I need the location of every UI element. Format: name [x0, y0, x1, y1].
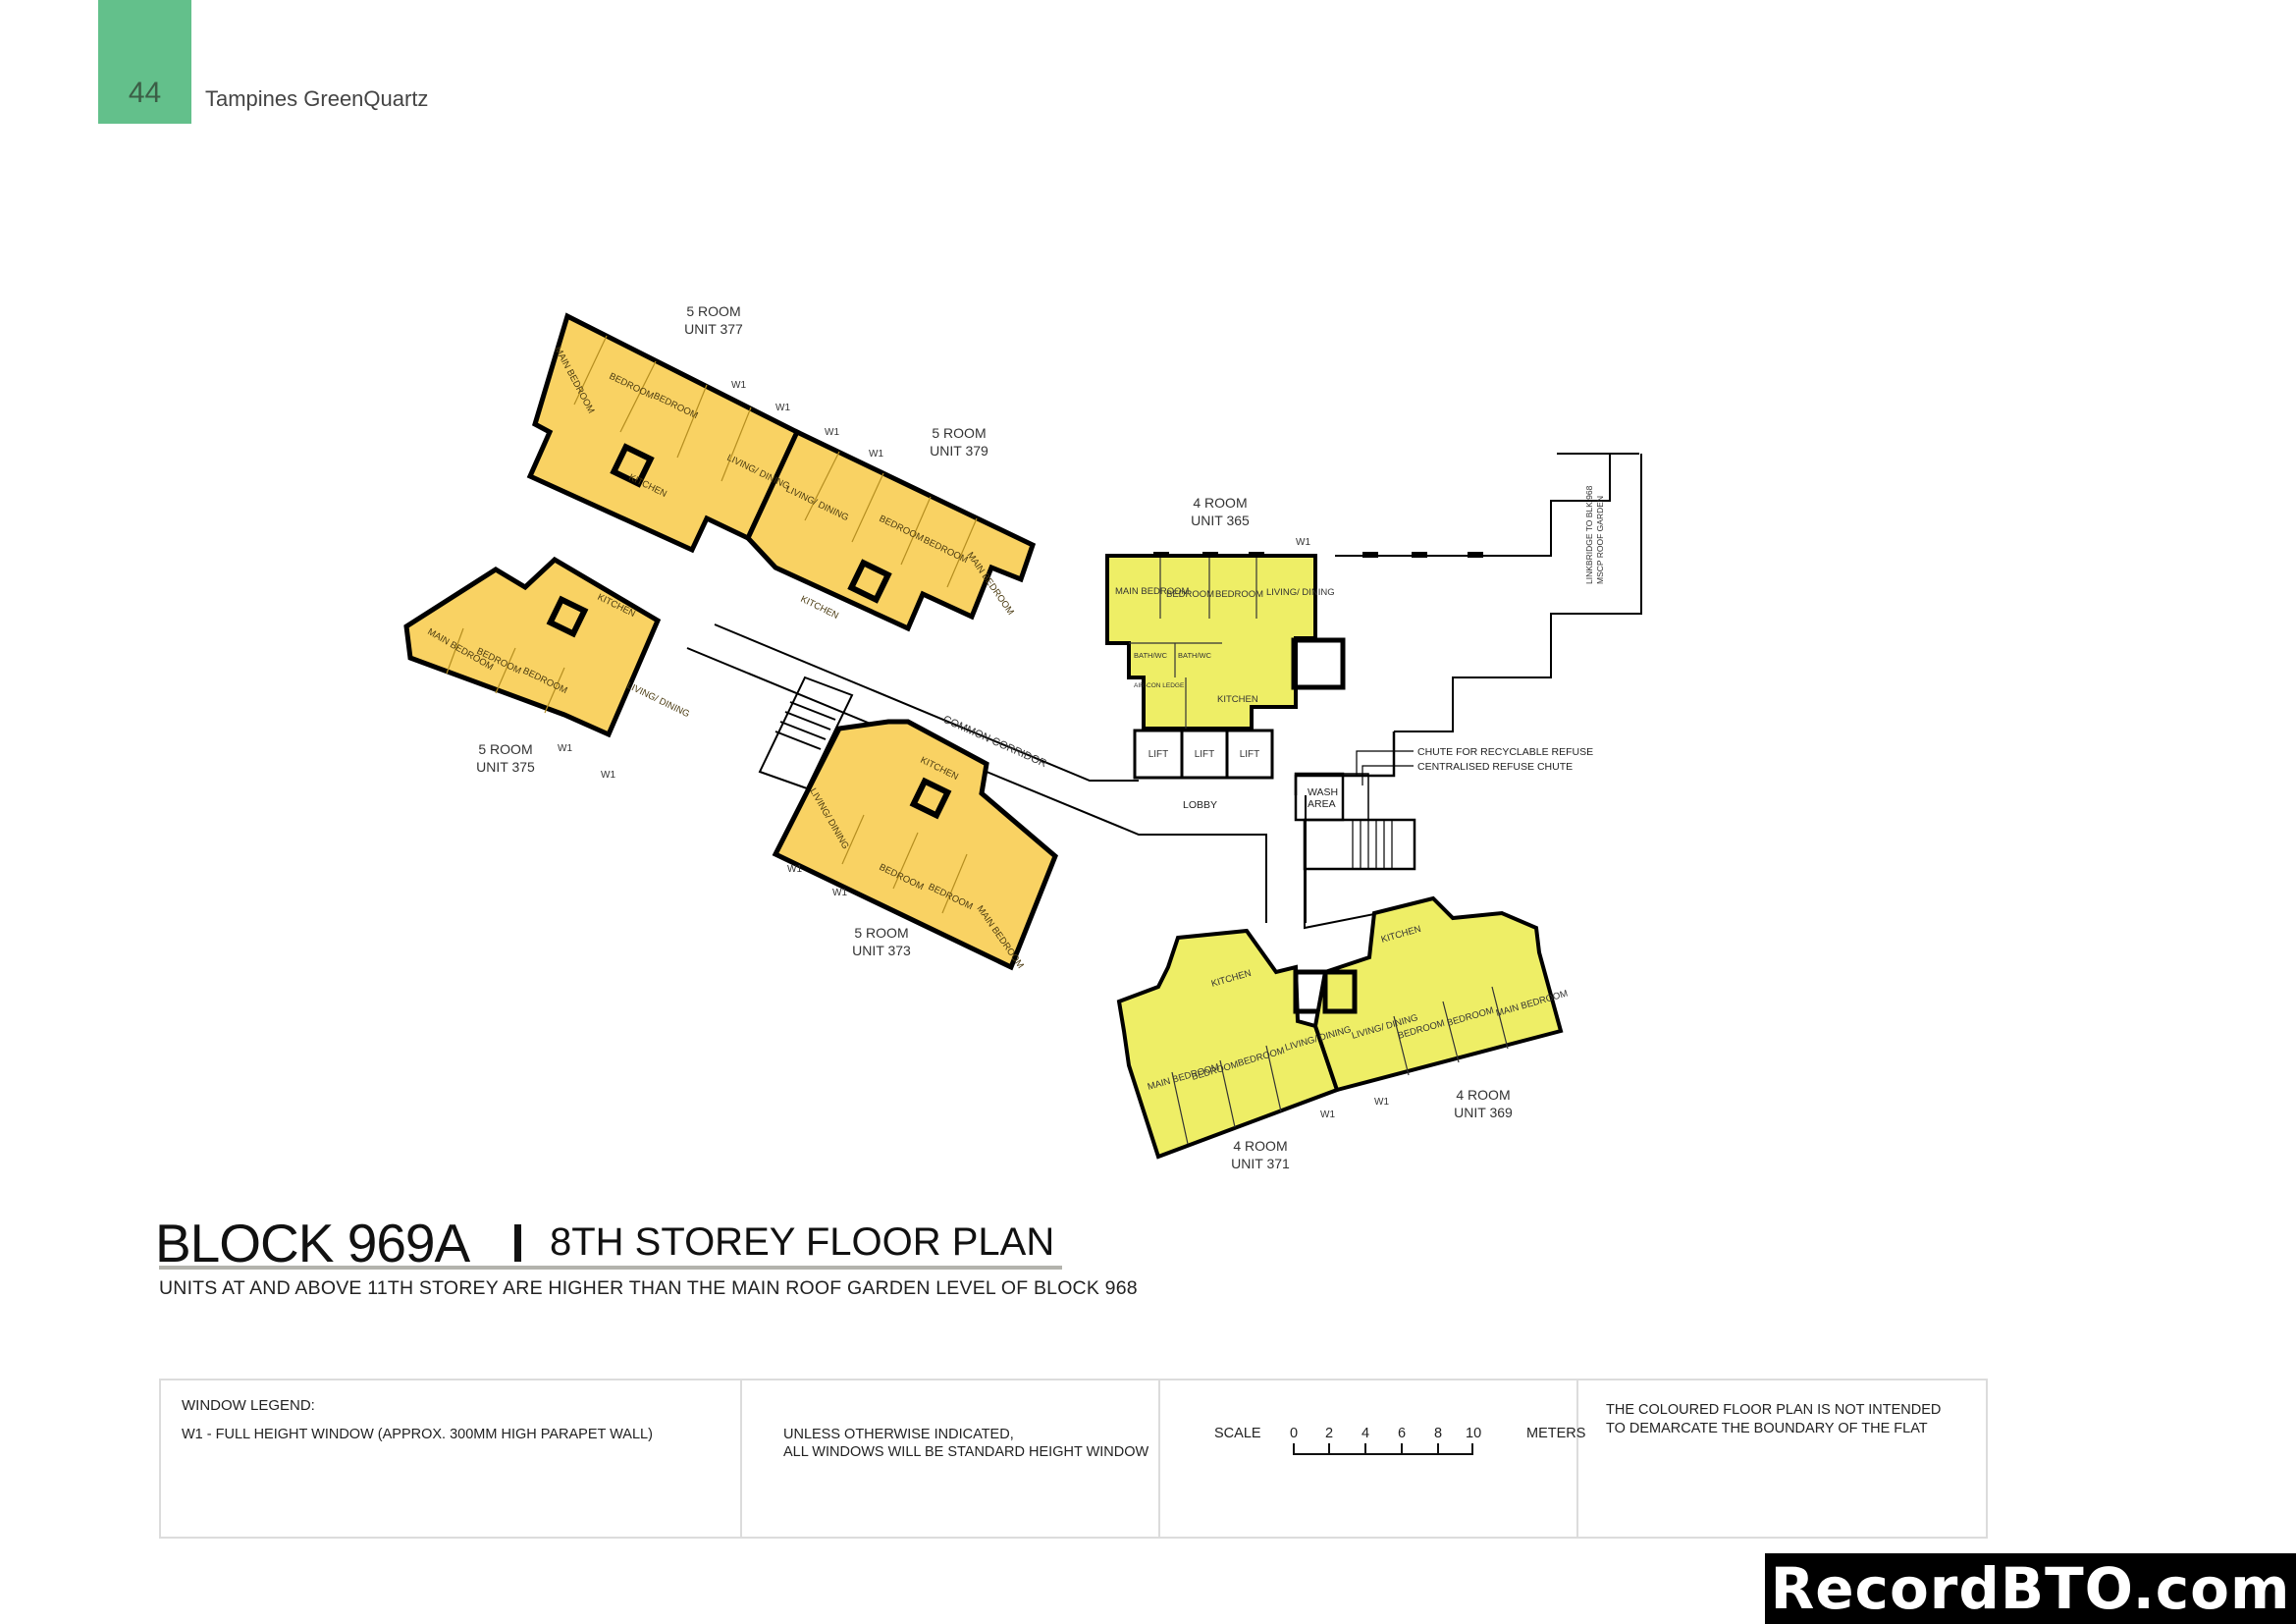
window-legend-w1: W1 - FULL HEIGHT WINDOW (APPROX. 300MM H…	[182, 1427, 653, 1442]
legend-table: WINDOW LEGEND: W1 - FULL HEIGHT WINDOW (…	[159, 1379, 1988, 1539]
scale-tick-label: 8	[1434, 1426, 1443, 1441]
svg-text:W1: W1	[1296, 537, 1310, 548]
scale-tick-label: 2	[1325, 1426, 1334, 1441]
svg-text:W1: W1	[1374, 1097, 1389, 1108]
unit-371-plan	[1116, 928, 1340, 1160]
page-number: 44	[128, 77, 162, 109]
svg-text:LIVING/ DINING: LIVING/ DINING	[1266, 587, 1335, 598]
lobby-label: LOBBY	[1183, 799, 1217, 811]
unit-371-type: 4 ROOM	[1233, 1138, 1287, 1154]
svg-text:W1: W1	[832, 888, 847, 898]
chute-centralised-label: CENTRALISED REFUSE CHUTE	[1417, 761, 1573, 773]
scale-tick-label: 4	[1362, 1426, 1370, 1441]
scale-label: SCALE	[1214, 1426, 1261, 1441]
unit-371-number: UNIT 371	[1231, 1156, 1290, 1171]
unit-365-number: UNIT 365	[1191, 513, 1250, 528]
scale-units: METERS	[1526, 1426, 1586, 1441]
service-core-labels: WASH AREA CHUTE FOR RECYCLABLE REFUSE CE…	[1183, 746, 1593, 811]
floor-plan-drawing: LIFT LIFT LIFT WASH AREA CHUTE FOR RECYC…	[403, 303, 1642, 1171]
unit-377-number: UNIT 377	[684, 321, 743, 337]
window-legend-cell: WINDOW LEGEND: W1 - FULL HEIGHT WINDOW (…	[161, 1380, 742, 1537]
boundary-note-cell: THE COLOURED FLOOR PLAN IS NOT INTENDED …	[1578, 1380, 1986, 1537]
svg-text:BATH/WC: BATH/WC	[1134, 651, 1168, 660]
service-core	[1294, 731, 1416, 930]
unit-373-type: 5 ROOM	[854, 925, 908, 941]
svg-text:W1: W1	[601, 770, 615, 781]
unit-373-plan	[772, 719, 1058, 971]
page-number-tab: 44	[98, 0, 191, 124]
scale-cell: SCALE 0 2 4 6 8 10 METERS	[1160, 1380, 1585, 1537]
wash-area-label: WASH	[1308, 786, 1338, 798]
unit-379-plan	[745, 428, 1037, 632]
window-tags: W1 W1 W1 W1 W1 W1 W1 W1 W1 W1 W1	[558, 380, 1389, 1120]
svg-text:W1: W1	[558, 743, 572, 754]
chute-recyclable-label: CHUTE FOR RECYCLABLE REFUSE	[1417, 746, 1593, 758]
linkbridge-label: LINKBRIDGE TO BLK 968 MSCP ROOF GARDEN	[1584, 485, 1605, 584]
svg-text:MSCP ROOF GARDEN: MSCP ROOF GARDEN	[1595, 496, 1605, 584]
window-legend-heading: WINDOW LEGEND:	[182, 1397, 315, 1414]
svg-text:KITCHEN: KITCHEN	[799, 594, 840, 622]
unit-369-type: 4 ROOM	[1456, 1087, 1510, 1103]
unit-365-type: 4 ROOM	[1193, 495, 1247, 511]
svg-text:W1: W1	[869, 449, 883, 460]
svg-text:W1: W1	[775, 403, 790, 413]
svg-text:KITCHEN: KITCHEN	[1217, 694, 1258, 705]
storey-plan-title: 8TH STOREY FLOOR PLAN	[550, 1220, 1055, 1264]
svg-text:W1: W1	[731, 380, 746, 391]
title-separator	[514, 1224, 521, 1262]
unit-369-number: UNIT 369	[1454, 1105, 1513, 1120]
unit-375-plan	[403, 556, 662, 738]
lift-label: LIFT	[1240, 749, 1260, 760]
unit-379-type: 5 ROOM	[932, 425, 986, 441]
svg-text:W1: W1	[825, 427, 839, 438]
roof-garden-note: UNITS AT AND ABOVE 11TH STOREY ARE HIGHE…	[159, 1277, 1138, 1299]
unit-369-plan	[1312, 895, 1564, 1093]
unit-labels: 5 ROOM UNIT 377 5 ROOM UNIT 379 4 ROOM U…	[476, 303, 1513, 1171]
scale-tick-label: 10	[1466, 1426, 1482, 1441]
unit-375-number: UNIT 375	[476, 759, 535, 775]
title-underline	[159, 1266, 1062, 1270]
svg-text:BEDROOM: BEDROOM	[1166, 589, 1214, 600]
svg-text:LIVING/ DINING: LIVING/ DINING	[625, 680, 691, 720]
boundary-note-line2: TO DEMARCATE THE BOUNDARY OF THE FLAT	[1606, 1421, 1928, 1436]
lift-label: LIFT	[1195, 749, 1215, 760]
svg-text:MAIN BEDROOM: MAIN BEDROOM	[1115, 586, 1190, 597]
svg-text:W1: W1	[787, 864, 802, 875]
window-note-line1: UNLESS OTHERWISE INDICATED,	[783, 1427, 1014, 1442]
document-title: Tampines GreenQuartz	[205, 86, 429, 111]
svg-text:LINKBRIDGE TO BLK 968: LINKBRIDGE TO BLK 968	[1584, 485, 1594, 584]
wash-area-label: AREA	[1308, 798, 1336, 810]
svg-text:BATH/WC: BATH/WC	[1178, 651, 1212, 660]
lift-bank	[1133, 729, 1274, 780]
svg-text:BEDROOM: BEDROOM	[1215, 589, 1263, 600]
window-note-cell: UNLESS OTHERWISE INDICATED, ALL WINDOWS …	[742, 1380, 1160, 1537]
lift-labels: LIFT LIFT LIFT	[1148, 749, 1260, 760]
svg-text:W1: W1	[1320, 1110, 1335, 1120]
svg-text:AIR-CON LEDGE: AIR-CON LEDGE	[1134, 682, 1185, 689]
unit-373-number: UNIT 373	[852, 943, 911, 958]
unit-375-type: 5 ROOM	[478, 741, 532, 757]
unit-377-type: 5 ROOM	[686, 303, 740, 319]
block-title: BLOCK 969A	[155, 1213, 470, 1273]
unit-379-number: UNIT 379	[930, 443, 988, 459]
lift-label: LIFT	[1148, 749, 1169, 760]
boundary-note-line1: THE COLOURED FLOOR PLAN IS NOT INTENDED	[1606, 1402, 1942, 1418]
scale-tick-label: 0	[1290, 1426, 1299, 1441]
scale-tick-label: 6	[1398, 1426, 1407, 1441]
window-note-line2: ALL WINDOWS WILL BE STANDARD HEIGHT WIND…	[783, 1444, 1149, 1460]
watermark-banner: RecordBTO.com	[1765, 1553, 2296, 1624]
unit-365-plan	[1105, 552, 1483, 731]
scale-bar	[1293, 1443, 1473, 1455]
